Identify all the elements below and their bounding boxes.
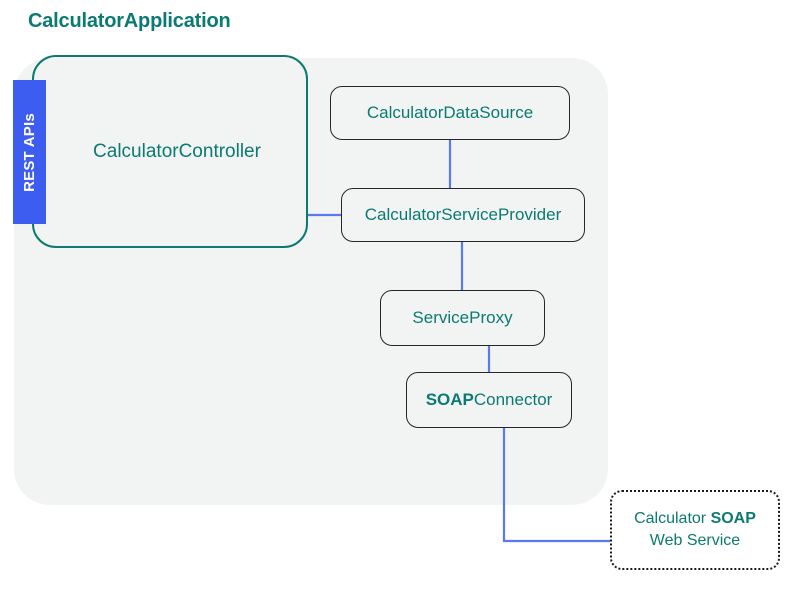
- node-calculator-data-source[interactable]: CalculatorDataSource: [330, 86, 570, 140]
- node-label: CalculatorDataSource: [366, 103, 534, 123]
- external-label-line2: Web Service: [649, 532, 741, 549]
- page-title: CalculatorApplication: [28, 10, 231, 32]
- node-label-bold: SOAP: [425, 390, 474, 410]
- rest-apis-label: REST APIs: [21, 112, 39, 192]
- controller-group-boundary[interactable]: CalculatorController: [32, 55, 308, 248]
- external-label-line1-plain: Calculator: [634, 510, 711, 528]
- controller-label: CalculatorController: [93, 140, 261, 162]
- node-calculator-service-provider[interactable]: CalculatorServiceProvider: [341, 188, 585, 242]
- rest-apis-tag[interactable]: REST APIs: [13, 80, 46, 224]
- node-label: CalculatorServiceProvider: [364, 205, 562, 225]
- node-external-soap-web-service[interactable]: Calculator SOAP Web Service: [610, 490, 780, 570]
- external-label-line1-bold: SOAP: [710, 510, 756, 528]
- node-soap-connector[interactable]: SOAPConnector: [406, 372, 572, 428]
- node-label-rest: Connector: [473, 390, 553, 410]
- node-label: ServiceProxy: [412, 308, 513, 328]
- node-service-proxy[interactable]: ServiceProxy: [380, 290, 545, 346]
